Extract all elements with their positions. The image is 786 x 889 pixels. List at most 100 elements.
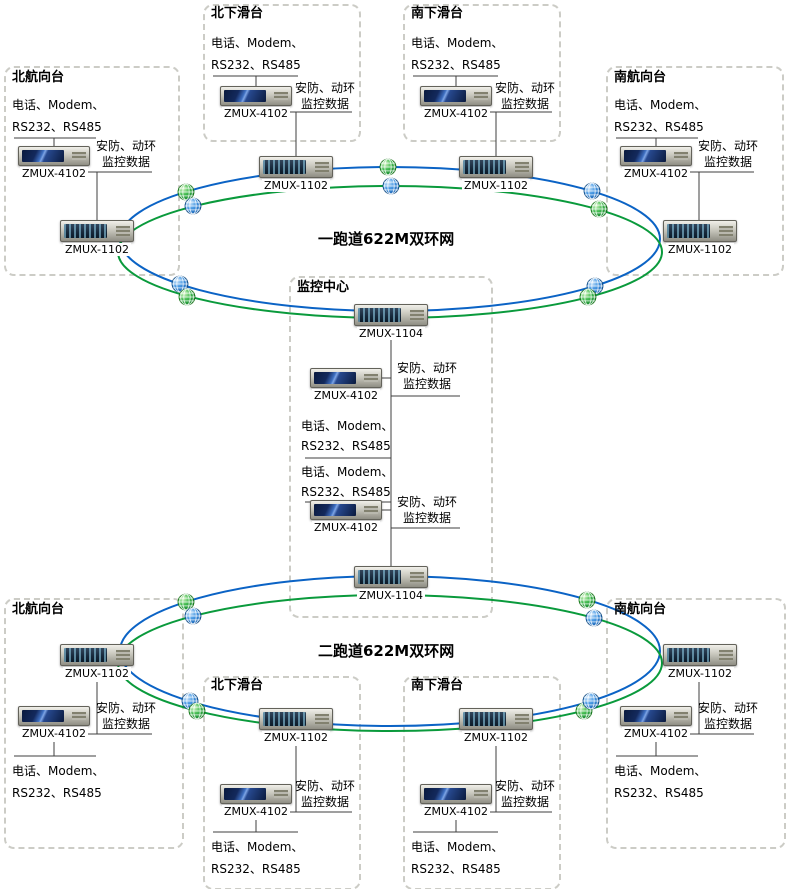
security-line2: 监控数据 [301,795,350,809]
device-label: ZMUX-4102 [221,107,291,120]
station-title: 南下滑台 [411,6,464,21]
phone-line2: RS232、RS485 [614,120,704,134]
zmux-1102-device: ZMUX-1102 [459,708,533,744]
zmux-4102-device: ZMUX-4102 [420,86,492,120]
device-chassis [60,644,134,666]
device-label: ZMUX-4102 [311,521,381,534]
zmux-4102-device: ZMUX-4102 [18,706,90,740]
phone-line1: 电话、Modem、 [301,419,394,433]
device-label: ZMUX-4102 [621,167,691,180]
zmux-4102-device: ZMUX-4102 [620,146,692,180]
device-label: ZMUX-4102 [621,727,691,740]
security-line2: 监控数据 [102,717,151,731]
device-chassis [459,708,533,730]
globe-icon [188,702,206,720]
security-data-label: 安防、动环 监控数据 [495,80,555,112]
device-label: ZMUX-4102 [421,805,491,818]
globe-icon [578,591,596,609]
zmux-4102-device: ZMUX-4102 [420,784,492,818]
security-line1: 安防、动环 [295,779,356,793]
globe-icon [177,183,195,201]
globe-icon [582,692,600,710]
zmux-1102-device: ZMUX-1102 [259,156,333,192]
phone-line1: 电话、Modem、 [12,764,105,778]
security-line1: 安防、动环 [96,139,157,153]
device-label: ZMUX-1102 [62,243,132,256]
phone-line2: RS232、RS485 [411,862,501,876]
phone-line2: RS232、RS485 [614,786,704,800]
security-line1: 安防、动环 [495,779,556,793]
phone-line2: RS232、RS485 [12,120,102,134]
security-line2: 监控数据 [403,377,452,391]
phone-services-label: 电话、Modem、 RS232、RS485 [614,760,706,804]
zmux-4102-device: ZMUX-4102 [310,500,382,534]
globe-icon [184,607,202,625]
zmux-4102-device: ZMUX-4102 [220,86,292,120]
zmux-4102-device: ZMUX-4102 [18,146,90,180]
station-title: 北航向台 [12,602,65,617]
device-chassis [620,706,692,726]
zmux-4102-device: ZMUX-4102 [220,784,292,818]
phone-line1: 电话、Modem、 [614,98,707,112]
device-label: ZMUX-1102 [261,731,331,744]
phone-services-label: 电话、Modem、 RS232、RS485 [301,416,393,456]
phone-services-label: 电话、Modem、 RS232、RS485 [411,836,503,880]
phone-services-label: 电话、Modem、 RS232、RS485 [211,836,303,880]
phone-line2: RS232、RS485 [301,485,391,499]
security-line1: 安防、动环 [96,701,157,715]
device-label: ZMUX-1102 [461,179,531,192]
device-chassis [259,708,333,730]
security-line1: 安防、动环 [495,81,556,95]
station-title: 北航向台 [12,70,65,85]
device-label: ZMUX-4102 [221,805,291,818]
device-chassis [420,86,492,106]
security-line1: 安防、动环 [698,701,759,715]
phone-line1: 电话、Modem、 [411,840,504,854]
security-line2: 监控数据 [102,155,151,169]
zmux-4102-device: ZMUX-4102 [310,368,382,402]
zmux-1102-device: ZMUX-1102 [60,644,134,680]
device-label: ZMUX-4102 [311,389,381,402]
phone-line2: RS232、RS485 [411,58,501,72]
phone-line1: 电话、Modem、 [301,465,394,479]
security-line1: 安防、动环 [698,139,759,153]
station-title: 南下滑台 [411,678,464,693]
station-box-r1-north-glide [203,4,361,142]
phone-line1: 电话、Modem、 [614,764,707,778]
device-chassis [310,500,382,520]
phone-line1: 电话、Modem、 [211,36,304,50]
security-data-label: 安防、动环 监控数据 [495,778,555,810]
device-chassis [259,156,333,178]
station-box-r1-north-localizer [4,66,180,276]
device-chassis [220,784,292,804]
device-label: ZMUX-1104 [356,327,426,340]
monitor-center-box [289,276,493,618]
zmux-1102-device: ZMUX-1102 [259,708,333,744]
globe-icon [579,288,597,306]
device-chassis [18,146,90,166]
ring2-title: 二跑道622M双环网 [318,642,455,660]
zmux-1102-device: ZMUX-1102 [60,220,134,256]
device-chassis [18,706,90,726]
zmux-1104-device: ZMUX-1104 [354,566,428,602]
monitor-center-title: 监控中心 [297,280,350,295]
phone-services-label: 电话、Modem、 RS232、RS485 [12,760,104,804]
zmux-1102-device: ZMUX-1102 [459,156,533,192]
ring1-title: 一跑道622M双环网 [318,230,455,248]
globe-icon [585,609,603,627]
device-label: ZMUX-4102 [19,727,89,740]
phone-services-label: 电话、Modem、 RS232、RS485 [614,94,706,138]
security-data-label: 安防、动环 监控数据 [96,138,156,170]
globe-icon [177,593,195,611]
device-label: ZMUX-1102 [665,243,735,256]
security-line1: 安防、动环 [295,81,356,95]
station-title: 南航向台 [614,70,667,85]
device-label: ZMUX-1102 [62,667,132,680]
phone-line1: 电话、Modem、 [411,36,504,50]
station-title: 北下滑台 [211,678,264,693]
phone-services-label: 电话、Modem、 RS232、RS485 [301,462,393,502]
device-chassis [663,644,737,666]
phone-line2: RS232、RS485 [12,786,102,800]
security-data-label: 安防、动环 监控数据 [295,778,355,810]
security-line2: 监控数据 [501,795,550,809]
